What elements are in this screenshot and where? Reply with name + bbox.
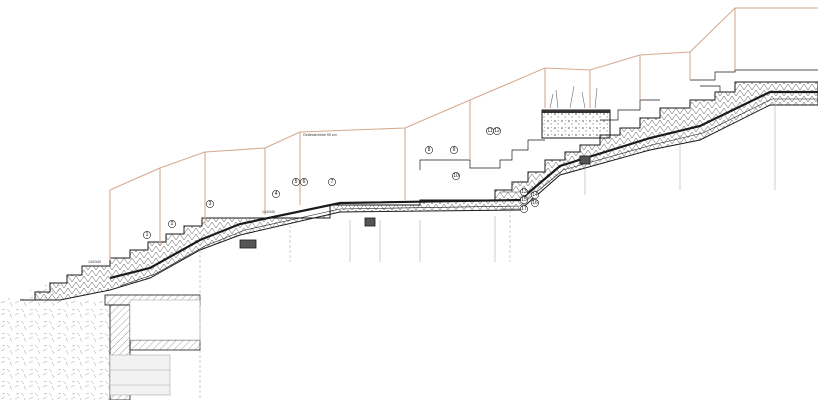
callout-2: 2 [171, 221, 174, 227]
callout-circle [425, 146, 433, 154]
callout-7: 7 [331, 179, 334, 185]
stair-slab [20, 81, 818, 301]
level-label-lower: 144/340 [88, 260, 101, 264]
stair-treads [110, 69, 818, 259]
callout-circle [531, 191, 539, 199]
support-walls [199, 100, 776, 400]
callout-9: 9 [453, 147, 456, 153]
handrail-height-note: Geländerhöhe 90 cm [303, 133, 337, 137]
callout-17: 17 [521, 206, 527, 212]
callout-12: 12 [494, 128, 500, 134]
callout-4: 4 [275, 191, 278, 197]
callout-circle [520, 205, 528, 213]
callout-6: 6 [303, 179, 306, 185]
callout-10: 10 [453, 173, 459, 179]
callout-13: 13 [521, 189, 527, 195]
callout-circle [292, 178, 300, 186]
callout-circle [520, 196, 528, 204]
callout-circle [520, 188, 528, 196]
callout-5: 5 [295, 179, 298, 185]
planter-box [541, 85, 611, 139]
callout-circle [450, 146, 458, 154]
callout-circle [300, 178, 308, 186]
callout-3: 3 [209, 201, 212, 207]
callout-circle [143, 231, 151, 239]
ground-soil [0, 282, 110, 400]
callout-8: 8 [428, 147, 431, 153]
callout-16: 16 [532, 200, 538, 206]
callout-circle [206, 200, 214, 208]
handrail [109, 7, 818, 260]
callout-circle [531, 199, 539, 207]
callout-circle [272, 190, 280, 198]
callout-15: 15 [521, 197, 527, 203]
annotations: Geländerhöhe 90 cm 144/340 144/340 [88, 133, 337, 264]
callout-14: 14 [532, 192, 538, 198]
callout-11: 11 [487, 128, 492, 134]
callout-numbers: 1 2 3 4 5 6 7 8 9 10 11 12 13 14 15 16 1… [146, 128, 538, 238]
callout-circle [452, 172, 460, 180]
lower-structure [104, 294, 201, 400]
callouts [143, 127, 539, 239]
callout-circle [493, 127, 501, 135]
callout-1: 1 [146, 232, 149, 238]
leader-lines [500, 191, 520, 210]
callout-circle [168, 220, 176, 228]
callout-circle [328, 178, 336, 186]
level-label-upper: 144/340 [262, 210, 275, 214]
